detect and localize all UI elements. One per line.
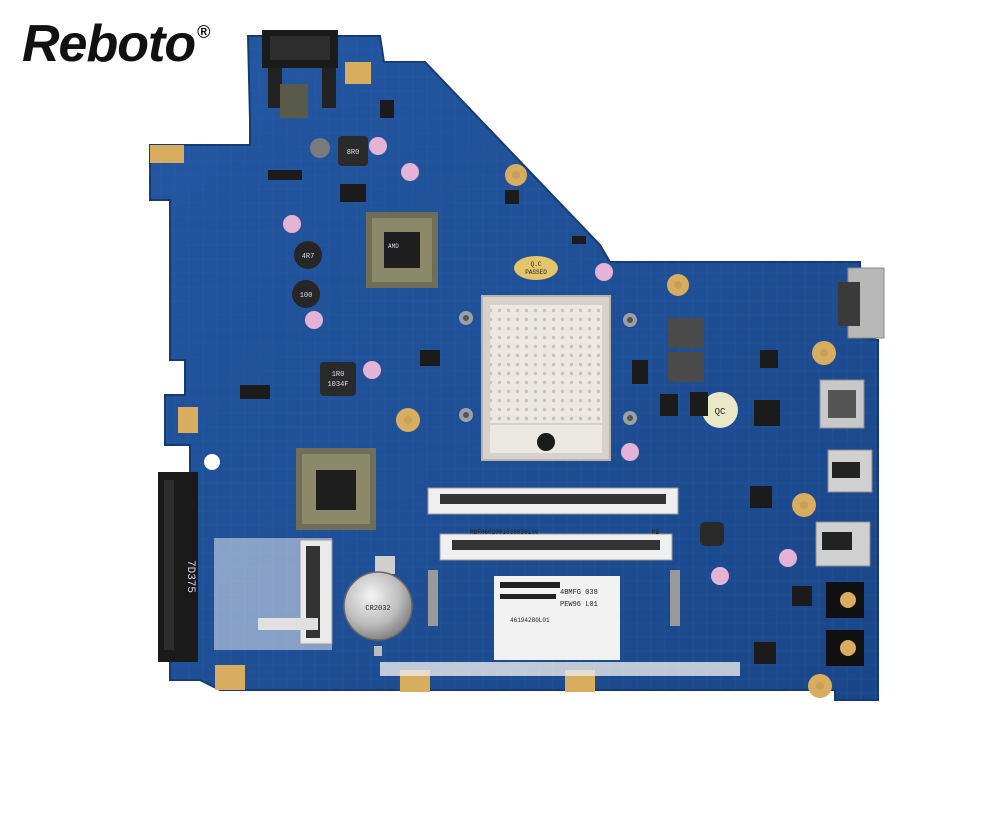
inductors: 8R0 4R7 100 1R0 1034F [280, 84, 724, 546]
qc-label: Q.C [531, 261, 542, 268]
sata-connector: 7D375 [158, 472, 198, 662]
registered-mark: ® [197, 22, 210, 42]
bottom-connector-strip [258, 618, 740, 676]
memory-slots: MBR4602001038839160 MB [427, 487, 680, 626]
chipset-southbridge [296, 448, 376, 530]
model-label: 4BMFG 038 [560, 589, 598, 597]
pew-label: PEW96 L01 [560, 601, 598, 609]
chipset-northbridge: AMD [366, 212, 438, 288]
cmos-battery: CR2032 [343, 556, 413, 656]
barcode-top: MBR4602001038839160 [470, 529, 539, 536]
passed-sticker: Q.C PASSED [514, 256, 558, 280]
inductor-label-5: 1034F [327, 381, 348, 389]
svg-text:AMD: AMD [388, 243, 399, 250]
product-sticker: 4BMFG 038 PEW96 L01 2441 1390 202 461942… [494, 576, 620, 660]
qc-sticker: QC [702, 392, 738, 428]
brand-logo: Reboto® [22, 14, 210, 74]
inductor-label-4: 1R0 [332, 371, 345, 379]
passed-label: PASSED [525, 269, 547, 276]
inductor-label-2: 4R7 [302, 253, 315, 261]
io-connectors [815, 267, 885, 666]
side-code: 7D375 [184, 560, 196, 593]
mini-pcie-slot [214, 538, 333, 650]
inductor-label-1: 8R0 [347, 149, 360, 157]
serial-label: 2441 1390 202 [504, 584, 543, 590]
sticker-bottom-label: 46194280L01 [510, 617, 550, 624]
mounting-pads [150, 62, 836, 698]
inductor-label-3: 100 [300, 292, 313, 300]
socket-screws [459, 311, 637, 425]
cpu-socket [481, 295, 611, 461]
brand-name: Reboto [22, 15, 196, 73]
smd-components [240, 100, 812, 664]
capacitors [283, 137, 797, 585]
battery-label: CR2032 [365, 605, 390, 613]
dc-power-connector [262, 30, 338, 108]
qc-sticker-label: QC [715, 407, 726, 417]
mb-label: MB [652, 529, 660, 536]
